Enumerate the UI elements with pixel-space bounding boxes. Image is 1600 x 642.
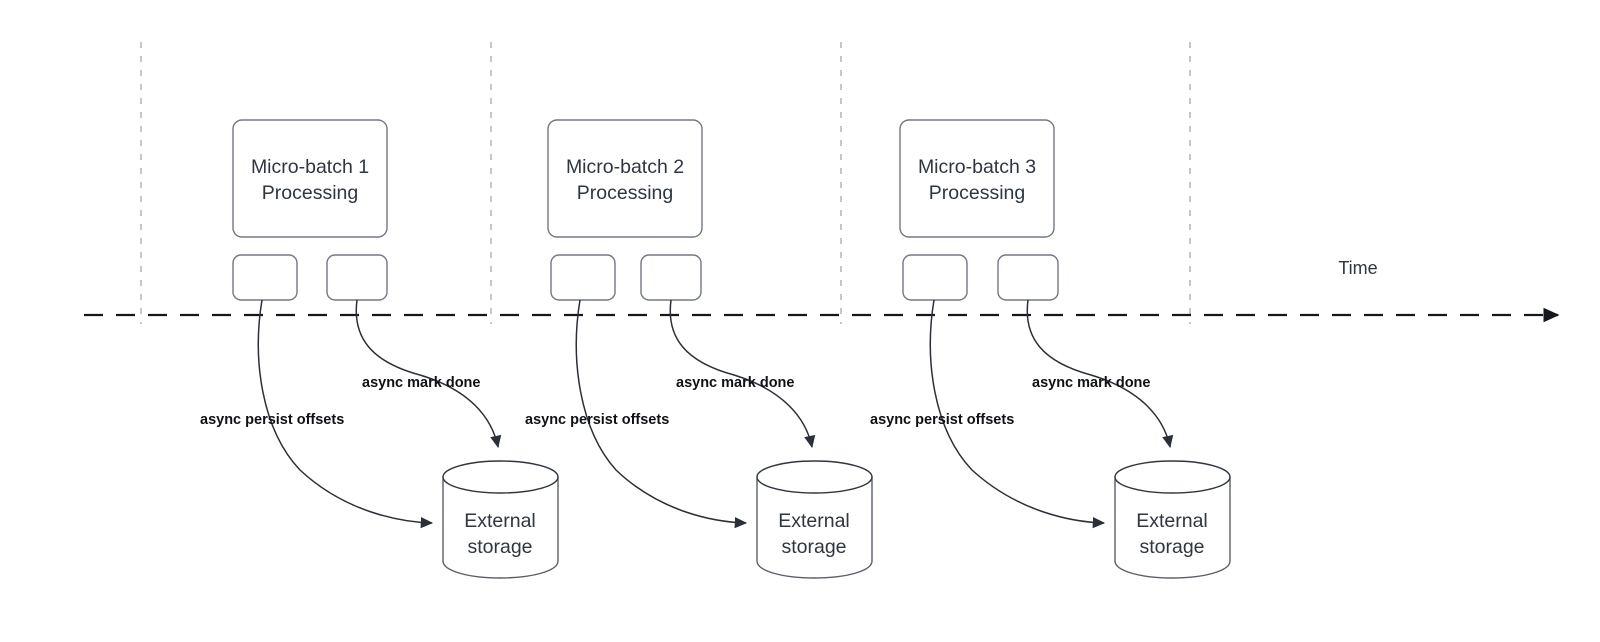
micro-batch-1-persist-arrow: [257, 299, 434, 529]
micro-batch-2-box[interactable]: [547, 119, 703, 238]
external-storage-1-top: [442, 460, 559, 494]
external-storage-2-label-line1: External: [778, 510, 850, 532]
micro-batch-3-label-line2: Processing: [929, 182, 1025, 204]
external-storage-1[interactable]: External storage: [442, 460, 559, 579]
micro-batch-2-markdone-label: async mark done: [676, 375, 794, 391]
external-storage-3[interactable]: External storage: [1114, 460, 1231, 579]
micro-batch-3-persist-label: async persist offsets: [870, 412, 1014, 428]
micro-batch-2-label-line1: Micro-batch 2: [566, 156, 684, 178]
external-storage-3-top: [1114, 460, 1231, 494]
micro-batch-group-3: Micro-batch 3 Processing async persist o…: [870, 119, 1231, 579]
batch-boundary-guides: [140, 42, 1191, 324]
micro-batch-2-markdone-task[interactable]: [640, 254, 702, 301]
micro-batch-3-label-line1: Micro-batch 3: [918, 156, 1036, 178]
micro-batch-1-label-line1: Micro-batch 1: [251, 156, 369, 178]
micro-batch-2-persist-task[interactable]: [550, 254, 616, 301]
external-storage-3-body: [1114, 476, 1231, 579]
micro-batch-2-label-line2: Processing: [577, 182, 673, 204]
micro-batch-3-persist-task[interactable]: [902, 254, 968, 301]
micro-batch-2-persist-label: async persist offsets: [525, 412, 669, 428]
time-axis-label: Time: [1338, 258, 1377, 278]
external-storage-1-label-line2: storage: [467, 536, 532, 558]
external-storage-2-body: [756, 476, 873, 579]
micro-batch-1-label-line2: Processing: [262, 182, 358, 204]
micro-batch-1-persist-task[interactable]: [232, 254, 298, 301]
external-storage-2-label-line2: storage: [781, 536, 846, 558]
external-storage-1-label-line1: External: [464, 510, 536, 532]
micro-batch-3-persist-arrow: [929, 299, 1106, 529]
micro-batch-group-2: Micro-batch 2 Processing async persist o…: [525, 119, 873, 579]
micro-batch-2-persist-arrow: [575, 299, 748, 529]
external-storage-2[interactable]: External storage: [756, 460, 873, 579]
external-storage-1-body: [442, 476, 559, 579]
micro-batch-1-box[interactable]: [232, 119, 388, 238]
micro-batch-3-markdone-task[interactable]: [997, 254, 1059, 301]
micro-batch-1-markdone-label: async mark done: [362, 375, 480, 391]
time-axis: Time: [84, 258, 1560, 323]
micro-batch-2-markdone-arrow: [669, 299, 816, 449]
micro-batch-group-1: Micro-batch 1 Processing async persist o…: [200, 119, 559, 579]
micro-batch-1-markdone-task[interactable]: [326, 254, 388, 301]
micro-batch-1-persist-label: async persist offsets: [200, 412, 344, 428]
external-storage-2-top: [756, 460, 873, 494]
external-storage-3-label-line2: storage: [1139, 536, 1204, 558]
micro-batch-3-markdone-arrow: [1026, 299, 1174, 449]
micro-batch-1-markdone-arrow: [355, 299, 502, 449]
micro-batch-3-box[interactable]: [899, 119, 1055, 238]
external-storage-3-label-line1: External: [1136, 510, 1208, 532]
micro-batch-3-markdone-label: async mark done: [1032, 375, 1150, 391]
